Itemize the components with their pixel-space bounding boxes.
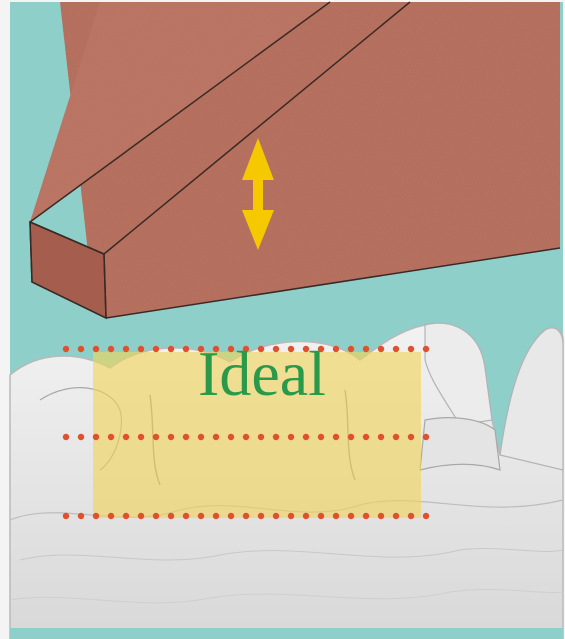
reference-dot [108, 513, 114, 519]
reference-dot [378, 513, 384, 519]
reference-dot [138, 513, 144, 519]
reference-dot [363, 513, 369, 519]
reference-dot [93, 513, 99, 519]
reference-dot [348, 434, 354, 440]
reference-dot [333, 513, 339, 519]
reference-dot [198, 434, 204, 440]
reference-dot [363, 434, 369, 440]
reference-dot [363, 346, 369, 352]
reference-dot [213, 513, 219, 519]
reference-dot [378, 346, 384, 352]
reference-dot [78, 434, 84, 440]
reference-dot [423, 346, 429, 352]
reference-dot [273, 434, 279, 440]
reference-dot [423, 434, 429, 440]
reference-dot [318, 513, 324, 519]
reference-dot [423, 513, 429, 519]
reference-dot [243, 513, 249, 519]
reference-dot [183, 513, 189, 519]
reference-dot [288, 513, 294, 519]
reference-dot [123, 434, 129, 440]
reference-dot [138, 434, 144, 440]
reference-dot [153, 434, 159, 440]
reference-dot [348, 513, 354, 519]
reference-dot [168, 513, 174, 519]
reference-dot [333, 434, 339, 440]
reference-dot [78, 346, 84, 352]
reference-dot [108, 346, 114, 352]
reference-dot [78, 513, 84, 519]
reference-dot [393, 513, 399, 519]
reference-dot [303, 434, 309, 440]
reference-dot [318, 434, 324, 440]
reference-dot [393, 434, 399, 440]
reference-dot [228, 434, 234, 440]
reference-dot [408, 513, 414, 519]
reference-dot [393, 346, 399, 352]
reference-dot [123, 346, 129, 352]
reference-dot [153, 513, 159, 519]
reference-dot [108, 434, 114, 440]
reference-dot [408, 434, 414, 440]
reference-dot [273, 513, 279, 519]
reference-dot [258, 434, 264, 440]
reference-dot [183, 434, 189, 440]
reference-dot [258, 513, 264, 519]
reference-dot [288, 434, 294, 440]
reference-dot [93, 346, 99, 352]
reference-dot [243, 434, 249, 440]
reference-dot [198, 513, 204, 519]
reference-dot [408, 346, 414, 352]
reference-dot [138, 346, 144, 352]
reference-dot [123, 513, 129, 519]
reference-dot [168, 434, 174, 440]
ideal-label: Ideal [172, 342, 352, 406]
reference-dot [63, 434, 69, 440]
reference-dot [213, 434, 219, 440]
reference-dot [228, 513, 234, 519]
reference-dot [303, 513, 309, 519]
reference-dot [63, 346, 69, 352]
reference-dot [63, 513, 69, 519]
reference-dot [153, 346, 159, 352]
reference-dot [93, 434, 99, 440]
reference-dot [378, 434, 384, 440]
